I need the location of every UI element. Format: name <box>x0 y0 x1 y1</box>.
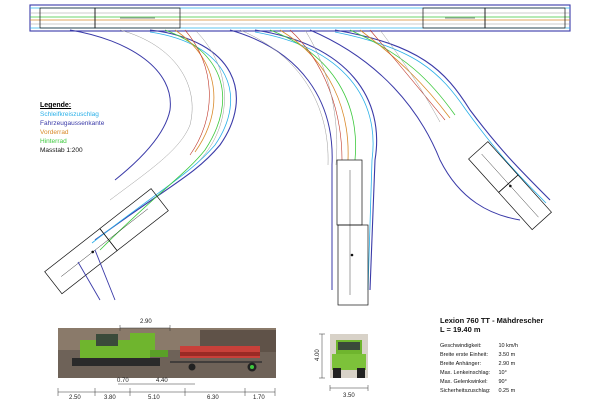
side-view-dimensions <box>57 325 276 396</box>
spec-value: 90° <box>498 379 507 385</box>
spec-label: Geschwindigkeit: <box>440 343 482 349</box>
vehicle-length: L = 19.40 m <box>440 325 481 334</box>
legend-item-clearance: Schleifkreiszuschlag <box>40 111 99 118</box>
legend-item-rear-wheel: Hinterrad <box>40 138 67 145</box>
turn-middle <box>229 29 378 306</box>
legend: Legende: Schleifkreiszuschlag Fahrzeugau… <box>40 101 104 155</box>
legend-item-front-wheel: Vorderrad <box>40 129 69 136</box>
spec-row: Max. Lenkeinschlag: 10° <box>440 369 526 378</box>
spec-value: 0.25 m <box>498 388 516 394</box>
turn-left <box>44 29 237 301</box>
spec-row: Max. Gelenkwinkel: 90° <box>440 378 526 387</box>
spec-value: 3.50 m <box>498 352 516 358</box>
dim-bottom-3: 5.10 <box>148 395 160 401</box>
road-band <box>29 4 571 32</box>
spec-label: Breite Anhänger: <box>440 361 481 367</box>
spec-label: Sicherheitszuschlag: <box>440 388 491 394</box>
legend-item-scale: Masstab 1:200 <box>40 147 83 154</box>
spec-row: Breite Anhänger: 2.90 m <box>440 360 526 369</box>
turn-right <box>309 29 552 231</box>
spec-row: Geschwindigkeit: 10 km/h <box>440 342 526 351</box>
spec-label: Breite erste Einheit: <box>440 352 488 358</box>
dim-bottom-5: 1.70 <box>253 395 265 401</box>
dim-front-height: 4.00 <box>315 349 321 361</box>
vehicle-side-view <box>58 328 276 378</box>
vehicle-front-view <box>319 333 369 391</box>
vehicle-info: Lexion 760 TT - Mähdrescher L = 19.40 m … <box>440 316 543 396</box>
dim-bottom-4: 6.30 <box>207 395 219 401</box>
spec-label: Max. Lenkeinschlag: <box>440 370 491 376</box>
dim-mid-b: 4.40 <box>156 378 168 384</box>
dim-mid-a: 0.70 <box>117 378 129 384</box>
legend-title: Legende: <box>40 102 72 109</box>
spec-value: 2.90 m <box>498 361 516 367</box>
dim-top: 2.90 <box>140 319 152 325</box>
dim-bottom-1: 2.50 <box>69 395 81 401</box>
legend-item-outer-edge: Fahrzeugaussenkante <box>40 120 105 127</box>
spec-row: Breite erste Einheit: 3.50 m <box>440 351 526 360</box>
vehicle-specs: Geschwindigkeit: 10 km/h Breite erste Ein… <box>440 342 526 396</box>
spec-label: Max. Gelenkwinkel: <box>440 379 488 385</box>
dim-front-width: 3.50 <box>343 393 355 399</box>
dim-bottom-2: 3.80 <box>104 395 116 401</box>
spec-value: 10 km/h <box>498 343 519 349</box>
spec-value: 10° <box>498 370 507 376</box>
vehicle-title: Lexion 760 TT - Mähdrescher <box>440 316 544 325</box>
spec-row: Sicherheitszuschlag: 0.25 m <box>440 387 526 396</box>
